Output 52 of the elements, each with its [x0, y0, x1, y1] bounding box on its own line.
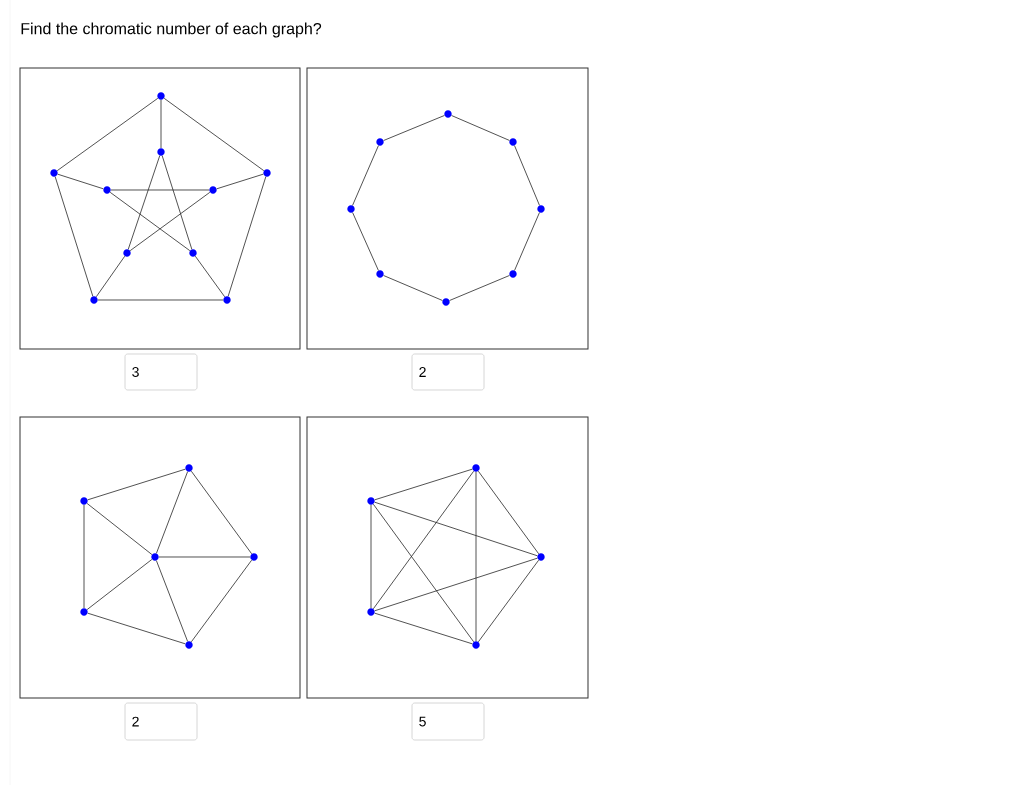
graph-edge [86, 503, 153, 555]
graph-edge [374, 468, 473, 501]
graph-edge [163, 97, 265, 172]
graph-edge [156, 471, 188, 554]
graph-edge [54, 176, 94, 297]
question-text: Find the chromatic number of each graph? [21, 22, 322, 38]
graph-edge [83, 504, 85, 609]
graph-edge [514, 212, 540, 271]
graph-edge [57, 173, 104, 190]
graph-panel [306, 416, 589, 699]
graph-edge [449, 275, 510, 301]
graph-edge [370, 504, 372, 609]
graph-edge [374, 612, 473, 645]
answer-field: 5 [411, 702, 485, 741]
graph-edge [129, 191, 211, 252]
graph-edge [190, 559, 253, 643]
answer-field: 2 [124, 702, 198, 741]
graph-edge [156, 560, 188, 642]
graph-panel [306, 67, 589, 350]
graph-edge [477, 470, 540, 555]
answer-field: 2 [411, 353, 485, 391]
graph-edge [372, 503, 475, 643]
graph-edge [383, 115, 445, 141]
graph-edge [352, 212, 379, 271]
graph-edge [127, 155, 161, 250]
graph-edge [514, 145, 540, 206]
graph-edge [161, 155, 193, 250]
graph-edge [56, 97, 159, 172]
graph-edge [374, 501, 538, 557]
graph-panel [19, 416, 301, 699]
graph-edge [383, 275, 443, 301]
graph-edge [87, 612, 186, 645]
graph-panel [19, 67, 301, 350]
graph-edge [194, 255, 226, 298]
graph-edge [352, 145, 379, 206]
graph-edge [227, 176, 267, 297]
graph-edge [109, 191, 191, 252]
answer-field: 3 [124, 353, 198, 391]
graph-edge [110, 189, 210, 191]
graph-edge [451, 115, 510, 141]
graph-edge [477, 559, 540, 643]
graph-edge [160, 99, 162, 149]
graph-edge [95, 255, 126, 298]
graph-edge [97, 299, 224, 301]
graph-edge [374, 557, 538, 612]
graph-edge [158, 556, 251, 558]
graph-edge [86, 559, 153, 610]
graph-edge [190, 470, 253, 555]
graph-edge [475, 471, 477, 642]
graph-edge [87, 468, 186, 501]
graph-edge [216, 173, 264, 190]
graph-edge [372, 470, 475, 610]
